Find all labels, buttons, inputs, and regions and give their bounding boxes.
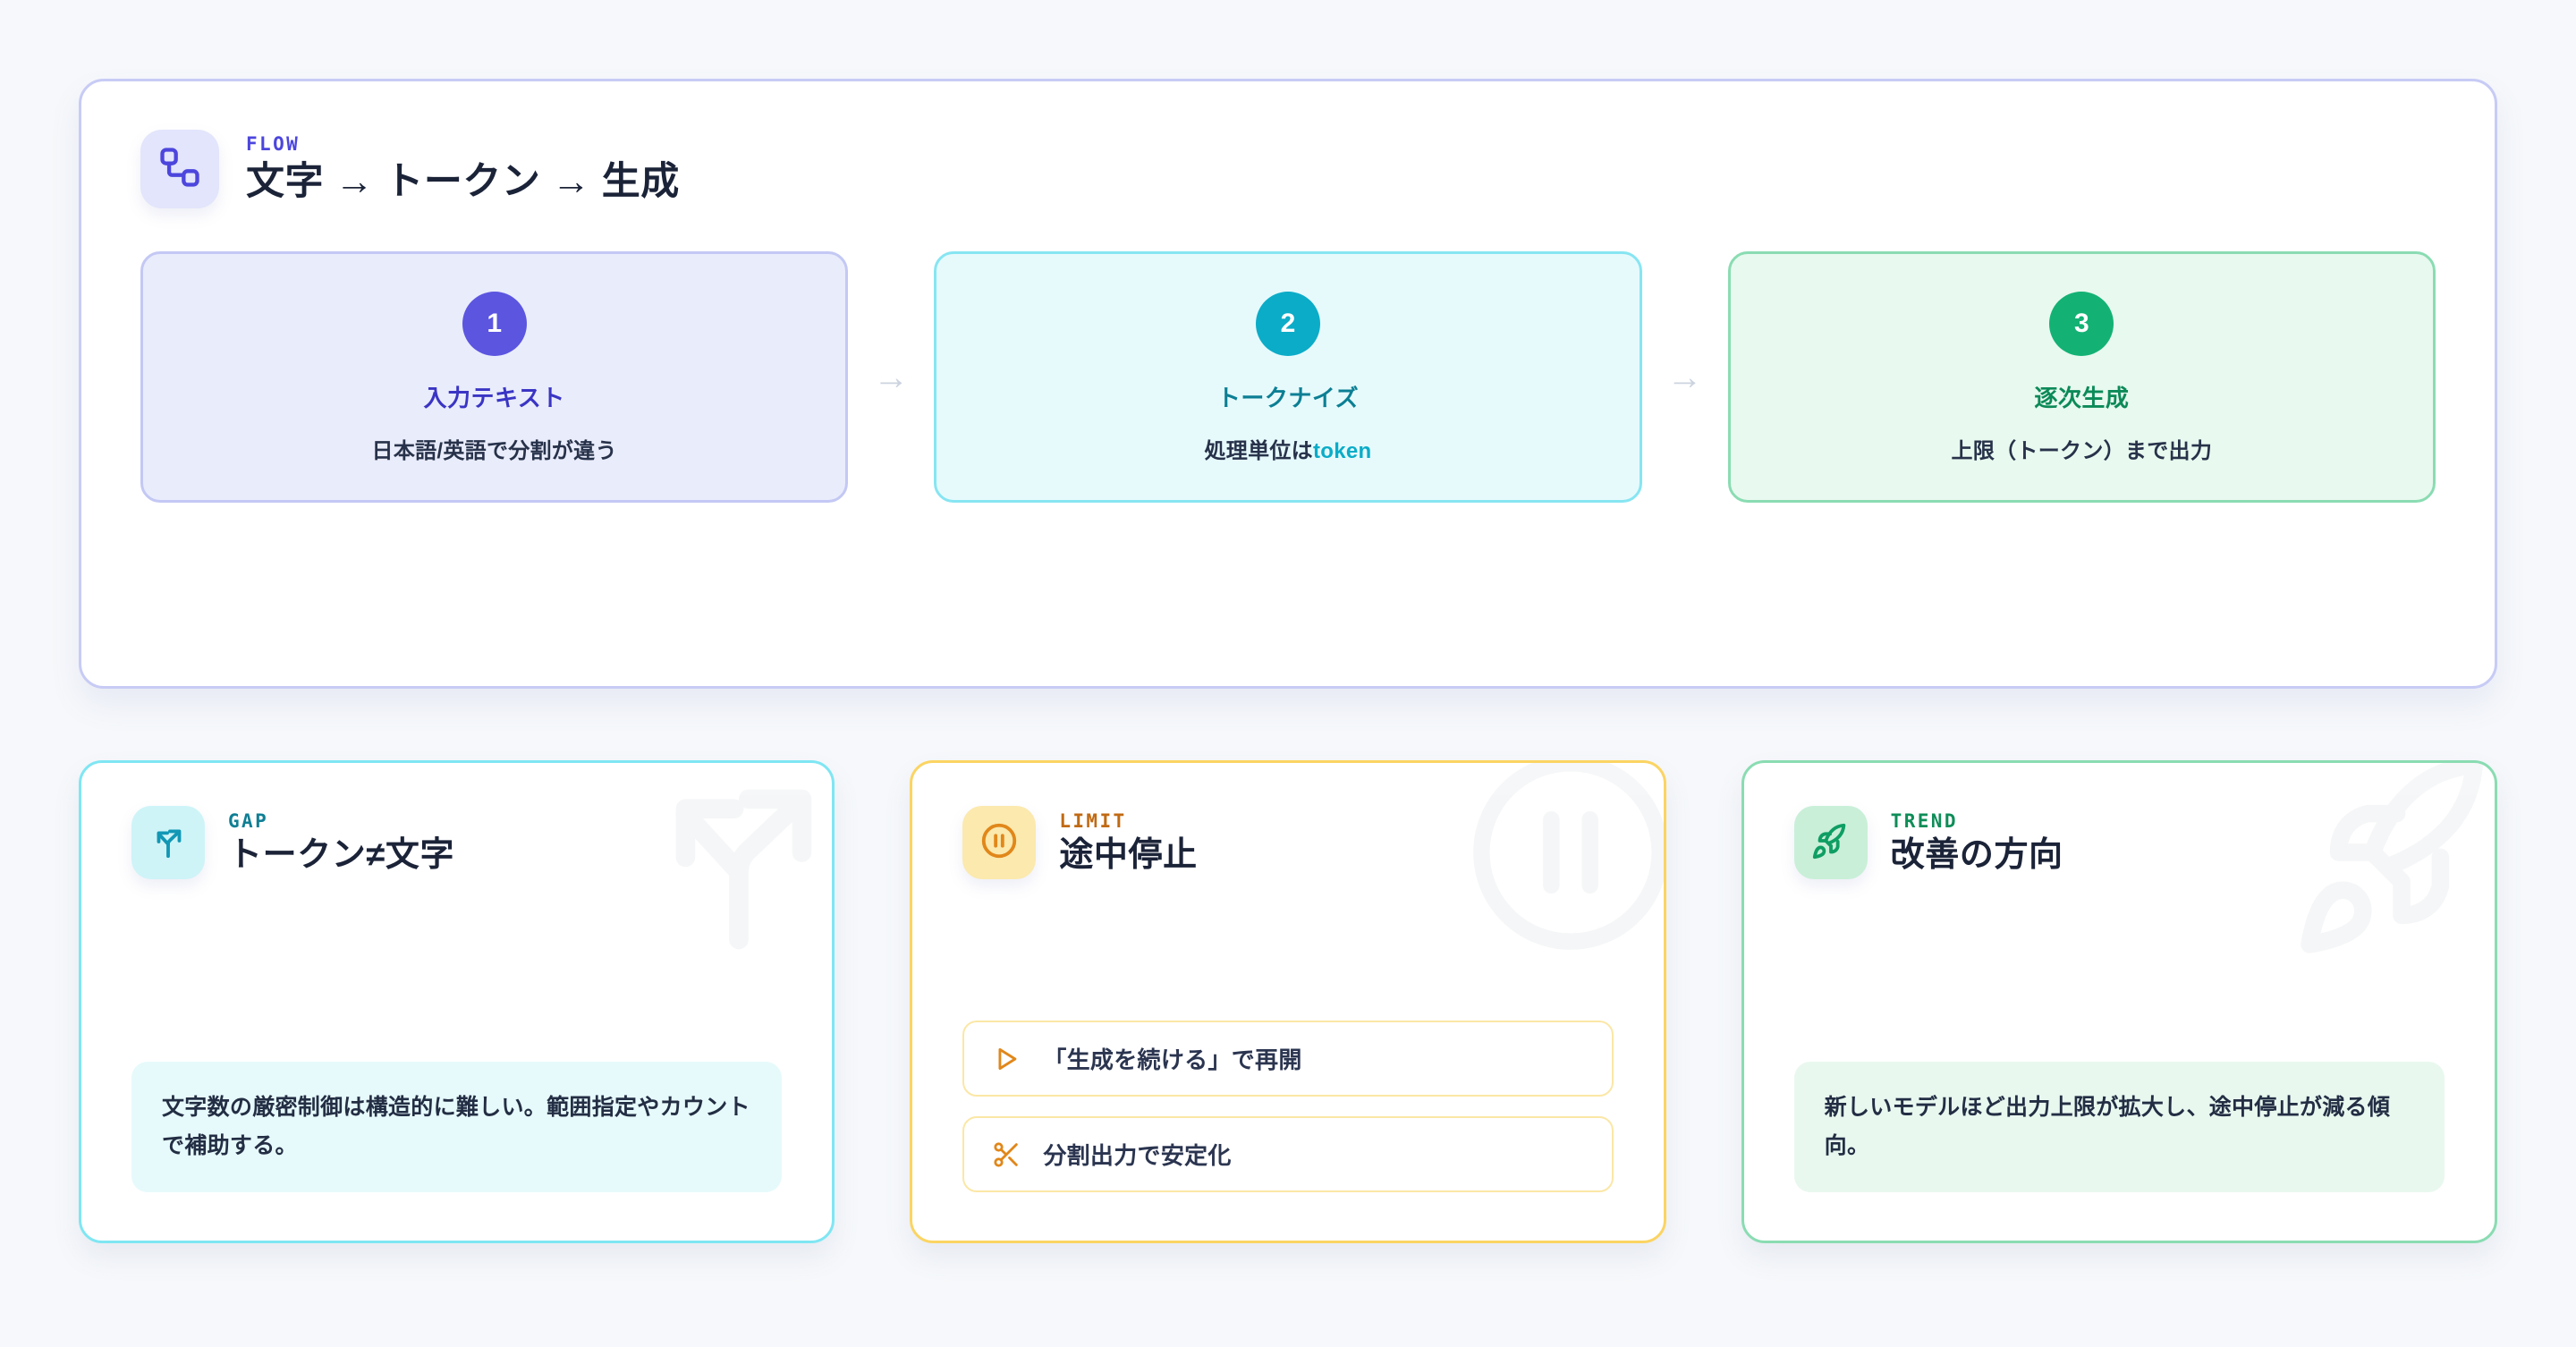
flow-steps: 1 入力テキスト 日本語/英語で分割が違う → 2 トークナイズ 処理単位はto… (140, 251, 2436, 503)
flow-step-3[interactable]: 3 逐次生成 上限（トークン）まで出力 (1727, 251, 2436, 503)
limit-card-title: 途中停止 (1059, 835, 1198, 874)
gap-card-title: トークン≠文字 (228, 835, 455, 874)
flow-panel: FLOW 文字 → トークン → 生成 1 入力テキスト 日本語/英語で分割が違… (79, 79, 2497, 689)
step-3-number: 3 (2049, 292, 2114, 356)
step-1-number: 1 (462, 292, 527, 356)
limit-card: LIMIT 途中停止 「生成を続ける」で再開 (910, 760, 1666, 1243)
trend-card-heading-text: TREND 改善の方向 (1891, 810, 2063, 876)
trend-card-header: TREND 改善の方向 (1793, 806, 2445, 879)
limit-card-body: 「生成を続ける」で再開 分割出力で安定化 (962, 1021, 1614, 1192)
list-item[interactable]: 「生成を続ける」で再開 (962, 1021, 1614, 1097)
limit-card-list: 「生成を続ける」で再開 分割出力で安定化 (962, 1021, 1614, 1192)
scissors-icon (991, 1139, 1021, 1170)
play-triangle-icon (991, 1044, 1021, 1074)
flow-panel-heading-text: FLOW 文字 → トークン → 生成 (246, 133, 680, 205)
step-3-description: 上限（トークン）まで出力 (1952, 433, 2213, 464)
step-2-description: 処理単位はtoken (1204, 433, 1371, 464)
workflow-icon (157, 144, 203, 195)
flow-eyebrow: FLOW (246, 133, 301, 156)
trend-card-body: 新しいモデルほど出力上限が拡大し、途中停止が減る傾向。 (1793, 1062, 2445, 1192)
list-item-label: 分割出力で安定化 (1043, 1142, 1232, 1169)
flow-step-1[interactable]: 1 入力テキスト 日本語/英語で分割が違う (140, 251, 849, 503)
step-2-description-text: 処理単位は (1204, 439, 1313, 463)
limit-card-header: LIMIT 途中停止 (962, 806, 1613, 879)
insight-card-row: GAP トークン≠文字 文字数の厳密制御は構造的に難しい。範囲指定やカウントで補… (79, 760, 2497, 1243)
rocket-icon (1810, 820, 1852, 866)
flow-arrow-2: → (1666, 357, 1703, 397)
gap-card-heading-text: GAP トークン≠文字 (228, 810, 454, 876)
gap-card-body: 文字数の厳密制御は構造的に難しい。範囲指定やカウントで補助する。 (131, 1062, 783, 1192)
flow-step-2[interactable]: 2 トークナイズ 処理単位はtoken (934, 251, 1642, 503)
trend-card-title: 改善の方向 (1890, 835, 2063, 874)
limit-card-heading-text: LIMIT 途中停止 (1059, 810, 1197, 876)
gap-card-eyebrow: GAP (228, 809, 269, 832)
limit-card-eyebrow: LIMIT (1059, 809, 1127, 832)
trend-card-eyebrow: TREND (1890, 809, 1958, 832)
step-1-description: 日本語/英語で分割が違う (372, 433, 617, 464)
pause-circle-icon (979, 820, 1020, 866)
trend-card-note: 新しいモデルほど出力上限が拡大し、途中停止が減る傾向。 (1793, 1062, 2445, 1192)
list-item[interactable]: 分割出力で安定化 (962, 1116, 1614, 1192)
gap-card-header: GAP トークン≠文字 (131, 806, 782, 879)
list-item-label: 「生成を続ける」で再開 (1043, 1046, 1302, 1073)
step-2-name: トークナイズ (1216, 385, 1360, 411)
step-2-number: 2 (1255, 292, 1320, 356)
flow-panel-header: FLOW 文字 → トークン → 生成 (140, 130, 2436, 208)
step-3-name: 逐次生成 (2034, 385, 2130, 411)
trend-card: TREND 改善の方向 新しいモデルほど出力上限が拡大し、途中停止が減る傾向。 (1741, 760, 2497, 1243)
gap-card-note: 文字数の厳密制御は構造的に難しい。範囲指定やカウントで補助する。 (131, 1062, 783, 1192)
pause-circle-icon-tile (962, 806, 1037, 879)
gap-card: GAP トークン≠文字 文字数の厳密制御は構造的に難しい。範囲指定やカウントで補… (79, 760, 835, 1243)
flow-arrow-1: → (873, 357, 910, 397)
step-2-description-highlight: token (1312, 439, 1372, 463)
flow-panel-title: 文字 → トークン → 生成 (246, 160, 680, 204)
workflow-icon-tile (140, 130, 219, 208)
step-1-description-text: 日本語/英語で分割が違う (371, 439, 617, 463)
step-1-name: 入力テキスト (423, 385, 565, 411)
shuffle-arrows-icon (148, 820, 189, 866)
shuffle-arrows-icon-tile (131, 806, 205, 879)
step-3-description-text: 上限（トークン）まで出力 (1951, 439, 2213, 463)
rocket-icon-tile (1793, 806, 1868, 879)
